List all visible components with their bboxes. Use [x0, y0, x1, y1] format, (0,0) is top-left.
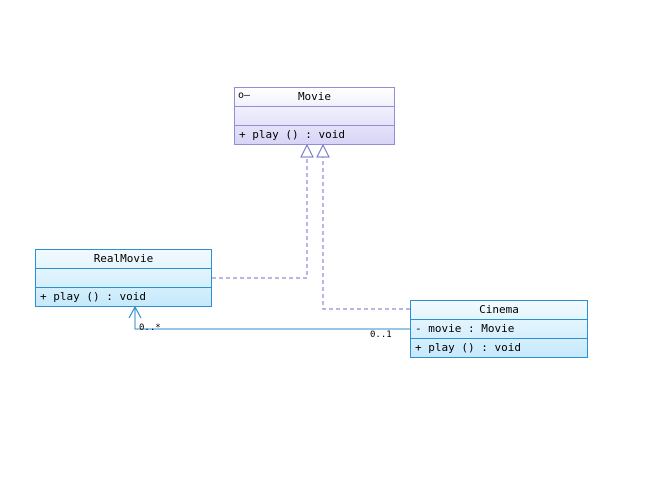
movie-interface-box[interactable]: o— Movie + play () : void — [234, 87, 395, 145]
movie-class-name: Movie — [297, 90, 332, 103]
realmovie-attributes-section — [36, 268, 211, 287]
movie-operation: + play () : void — [235, 125, 394, 144]
movie-header: o— Movie — [235, 88, 394, 106]
realmovie-operation: + play () : void — [36, 287, 211, 306]
realization-arrowhead-cinema — [316, 143, 330, 158]
realization-arrowhead-realmovie — [300, 143, 314, 158]
realization-line-realmovie — [212, 157, 308, 279]
cinema-class-box[interactable]: Cinema - movie : Movie + play () : void — [410, 300, 588, 358]
target-multiplicity-label: 0..* — [139, 323, 161, 333]
cinema-header: Cinema — [411, 301, 587, 319]
interface-lollipop-icon: o— — [238, 90, 251, 101]
cinema-class-name: Cinema — [479, 303, 519, 316]
source-multiplicity-label: 0..1 — [370, 330, 392, 340]
realization-line-cinema — [322, 157, 410, 310]
realmovie-class-box[interactable]: RealMovie + play () : void — [35, 249, 212, 307]
realmovie-header: RealMovie — [36, 250, 211, 268]
realmovie-class-name: RealMovie — [93, 252, 154, 265]
cinema-attribute: - movie : Movie — [411, 319, 587, 338]
association-line — [134, 308, 410, 330]
movie-attributes-section — [235, 106, 394, 125]
association-arrowhead — [128, 305, 142, 319]
cinema-operation: + play () : void — [411, 338, 587, 357]
